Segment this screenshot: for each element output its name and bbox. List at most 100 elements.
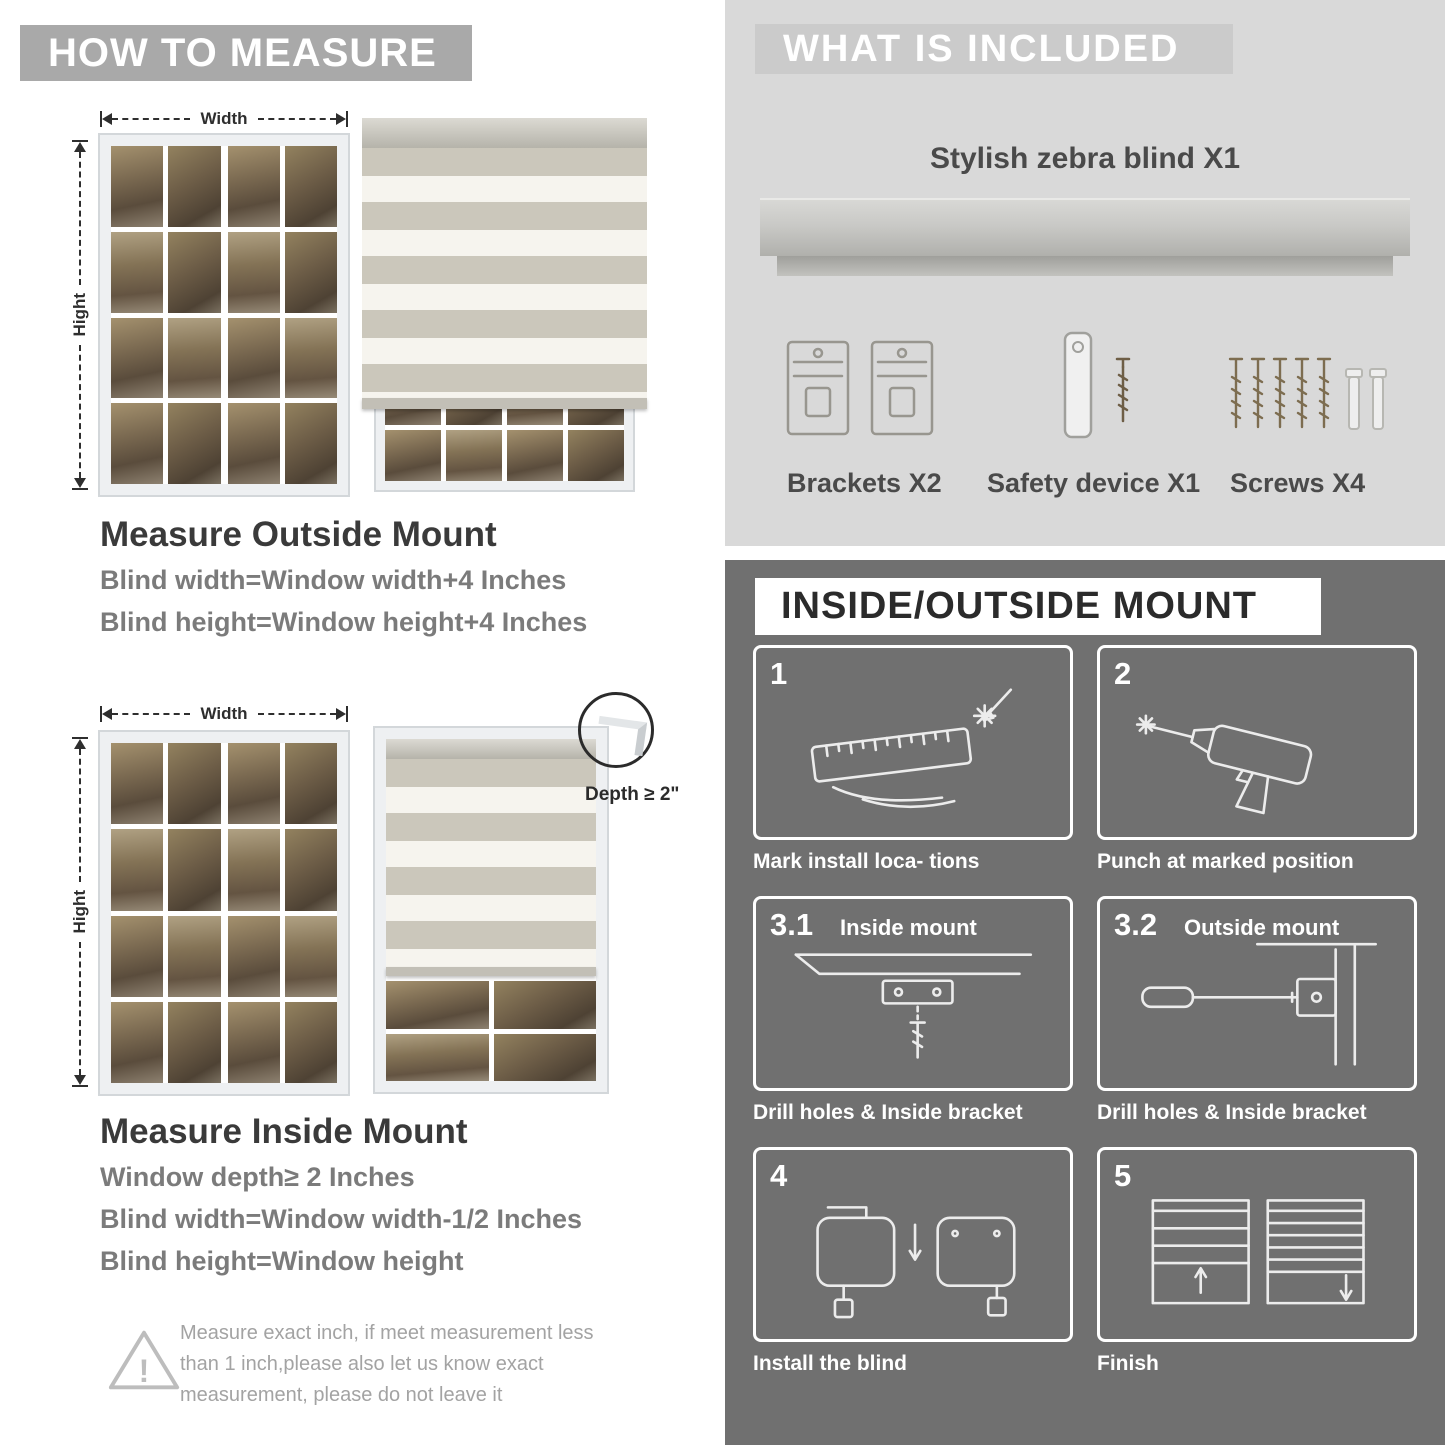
safety-device-label: Safety device X1 [987,468,1201,498]
drill-illustration [1100,648,1414,837]
window-pane [507,430,563,481]
outside-mount-heading: Measure Outside Mount [100,515,497,554]
window-illustration-inside [98,730,350,1096]
screws-icon [1220,345,1405,450]
height-label-inside: Hight [70,890,89,934]
step-caption: Mark install loca- tions [753,850,980,873]
window-pane [111,317,164,399]
width-arrow-outside: Width [100,109,348,128]
window-pane [168,915,221,997]
blind-bottomrail [362,398,647,409]
mount-banner: INSIDE/OUTSIDE MOUNT [755,578,1321,635]
height-label-outside: Hight [70,293,89,337]
window-pane [227,1001,280,1083]
step-number: 4 [770,1158,788,1193]
window-pane [284,743,337,825]
window-pane [168,231,221,313]
window-pane [227,231,280,313]
step-box: 3.1 Inside mount [753,896,1073,1091]
window-glass [386,981,596,1081]
blind-headrail [362,118,647,148]
how-to-measure-title: HOW TO MEASURE [48,31,437,75]
step-punch-position: 2 [1097,645,1417,874]
inside-mount-blind-illustration [373,726,609,1094]
step-box: 5 [1097,1147,1417,1342]
what-is-included-panel: WHAT IS INCLUDED Stylish zebra blind X1 [725,0,1445,546]
width-arrow-inside: Width [100,704,348,723]
window-pane [227,146,280,227]
screws-label: Screws X4 [1230,468,1366,498]
step-sublabel: Inside mount [840,915,977,940]
window-pane [493,1033,596,1081]
measurement-warning: ! Measure exact inch, if meet measuremen… [105,1318,650,1428]
step-box: 1 [753,645,1073,840]
window-pane [168,743,221,825]
mark-locations-illustration [756,648,1070,837]
window-glass [111,146,221,484]
window-pane [168,829,221,911]
mount-steps-grid: 1 [753,645,1417,1376]
step-caption: Finish [1097,1352,1159,1375]
inside-mount-heading: Measure Inside Mount [100,1112,468,1151]
step-box: 4 [753,1147,1073,1342]
window-corner-detail [594,715,648,757]
step-outside-bracket: 3.2 Outside mount [1097,896,1417,1125]
step-number: 2 [1114,656,1132,691]
step-caption: Install the blind [753,1352,908,1375]
window-pane [284,146,337,227]
outside-mount-blind-illustration [362,118,647,492]
step-mark-locations: 1 [753,645,1073,874]
window-pane [284,915,337,997]
window-pane [284,231,337,313]
warning-triangle-icon: ! [105,1326,183,1396]
window-pane [386,1033,489,1081]
window-pane [111,1001,164,1083]
mount-instructions-panel: INSIDE/OUTSIDE MOUNT 1 [725,560,1445,1445]
window-glass [227,743,337,1083]
inside-formula-depth: Window depth≥ 2 Inches [100,1162,415,1192]
window-pane [111,743,164,825]
window-pane [168,146,221,227]
window-pane [385,430,441,481]
step-install-blind: 4 [753,1147,1073,1376]
step-inside-bracket: 3.1 Inside mount [753,896,1073,1125]
install-blind-illustration [756,1150,1070,1339]
step-number: 5 [1114,1158,1132,1193]
step-finish: 5 [1097,1147,1417,1376]
depth-callout-circle [578,692,654,768]
window-pane [284,829,337,911]
window-illustration-outside [98,133,350,497]
width-label-outside: Width [200,109,248,128]
blind-stripes [386,759,596,967]
height-arrow-inside: Hight [70,737,90,1087]
window-pane [111,915,164,997]
finish-illustration [1100,1150,1414,1339]
window-pane [568,430,624,481]
window-pane [111,231,164,313]
window-pane [227,403,280,484]
width-label-inside: Width [200,704,248,723]
step-box: 2 [1097,645,1417,840]
brackets-icon [780,330,940,448]
window-pane [284,403,337,484]
step-box: 3.2 Outside mount [1097,896,1417,1091]
window-pane [111,146,164,227]
window-pane [168,403,221,484]
step-sublabel: Outside mount [1184,915,1340,940]
blind-bottomrail [386,967,596,976]
height-arrow-outside: Hight [70,140,90,490]
window-pane [227,829,280,911]
mount-title: INSIDE/OUTSIDE MOUNT [781,585,1258,627]
outside-bracket-illustration [1100,899,1414,1088]
zebra-blind-headrail-lip [777,256,1393,276]
step-caption: Drill holes & Inside bracket [753,1101,1023,1124]
safety-device-icon [1035,325,1155,453]
window-glass [111,743,221,1083]
how-to-measure-banner: HOW TO MEASURE [20,25,472,81]
what-is-included-banner: WHAT IS INCLUDED [755,24,1233,74]
blind-stripes [362,148,647,398]
warning-exclamation: ! [138,1353,150,1389]
step-number: 3.1 [770,907,814,942]
warning-text: Measure exact inch, if meet measurement … [180,1322,594,1406]
